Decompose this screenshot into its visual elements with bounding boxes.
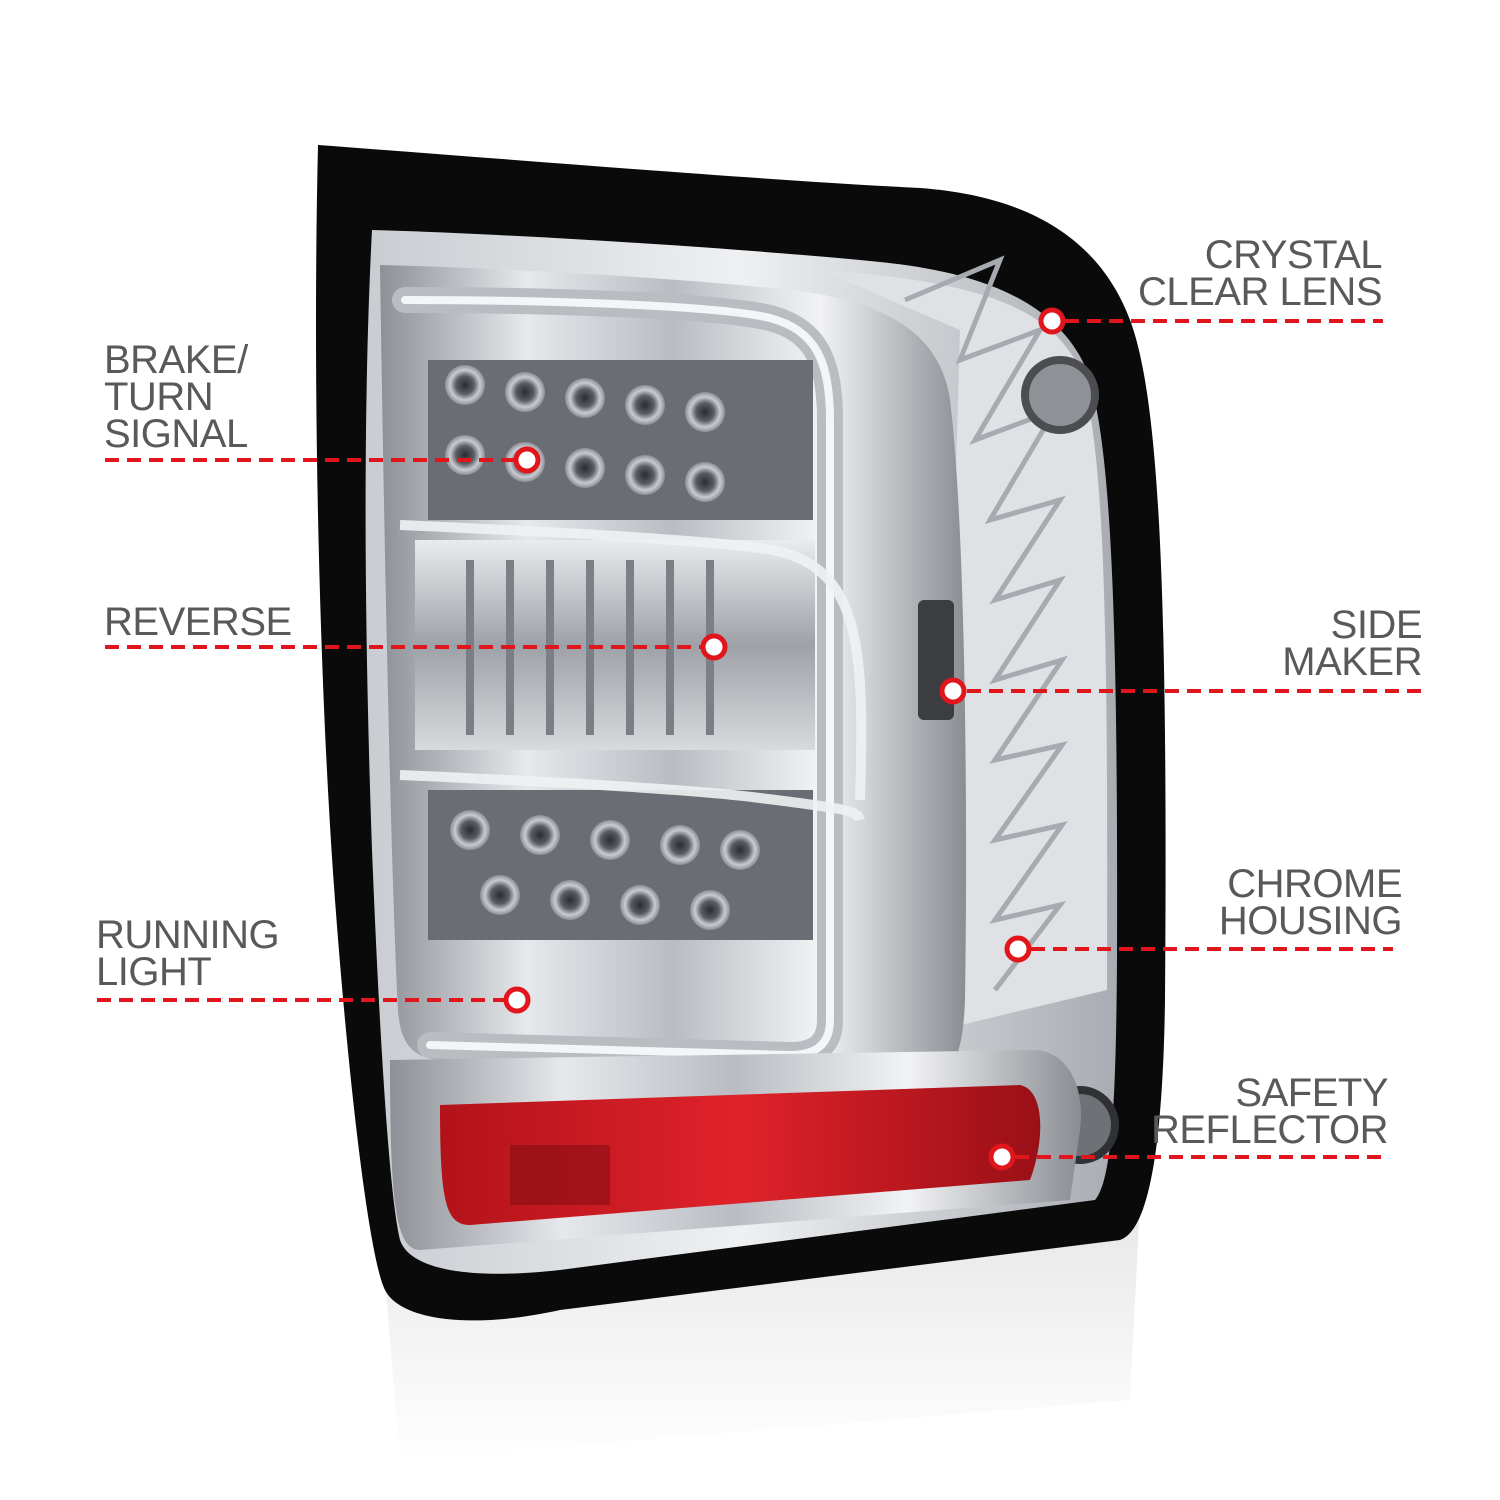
led-chamber-upper	[428, 360, 813, 520]
label-line: SAFETY	[1235, 1071, 1388, 1115]
marker-safety-reflector	[988, 1143, 1016, 1171]
label-crystal-lens: CRYSTAL CLEAR LENS	[1138, 233, 1383, 314]
label-line: LIGHT	[96, 950, 212, 994]
marker-chrome-housing	[1004, 935, 1032, 963]
label-line: RUNNING	[96, 913, 280, 957]
label-line: SIGNAL	[104, 412, 248, 456]
marker-reverse	[700, 633, 728, 661]
mounting-stud-upper	[1021, 356, 1099, 434]
label-running-light: RUNNING LIGHT	[96, 913, 280, 994]
lens-divider-lower	[399, 770, 865, 822]
label-line: MAKER	[1282, 640, 1422, 684]
label-line: BRAKE/	[104, 338, 248, 382]
marker-brake-turn	[513, 446, 541, 474]
label-brake-turn: BRAKE/ TURN SIGNAL	[104, 338, 248, 456]
label-line: SIDE	[1330, 603, 1423, 647]
label-safety-reflector: SAFETY REFLECTOR	[1150, 1071, 1389, 1152]
led-array-lower	[450, 810, 760, 930]
marker-side-maker	[939, 677, 967, 705]
label-line: CLEAR LENS	[1138, 270, 1382, 314]
lens-divider-upper	[399, 520, 867, 801]
label-line: CRYSTAL	[1204, 233, 1383, 277]
label-line: CHROME	[1227, 862, 1402, 906]
side-ribs	[904, 255, 1068, 992]
marker-running-light	[503, 986, 531, 1014]
label-reverse: REVERSE	[104, 600, 292, 644]
marker-crystal-lens	[1038, 307, 1066, 335]
label-side-maker: SIDE MAKER	[1282, 603, 1423, 684]
label-line: HOUSING	[1218, 899, 1403, 943]
label-line: REFLECTOR	[1150, 1108, 1389, 1152]
label-line: REVERSE	[104, 600, 292, 644]
label-line: TURN	[104, 375, 214, 419]
label-chrome-housing: CHROME HOUSING	[1218, 862, 1403, 943]
